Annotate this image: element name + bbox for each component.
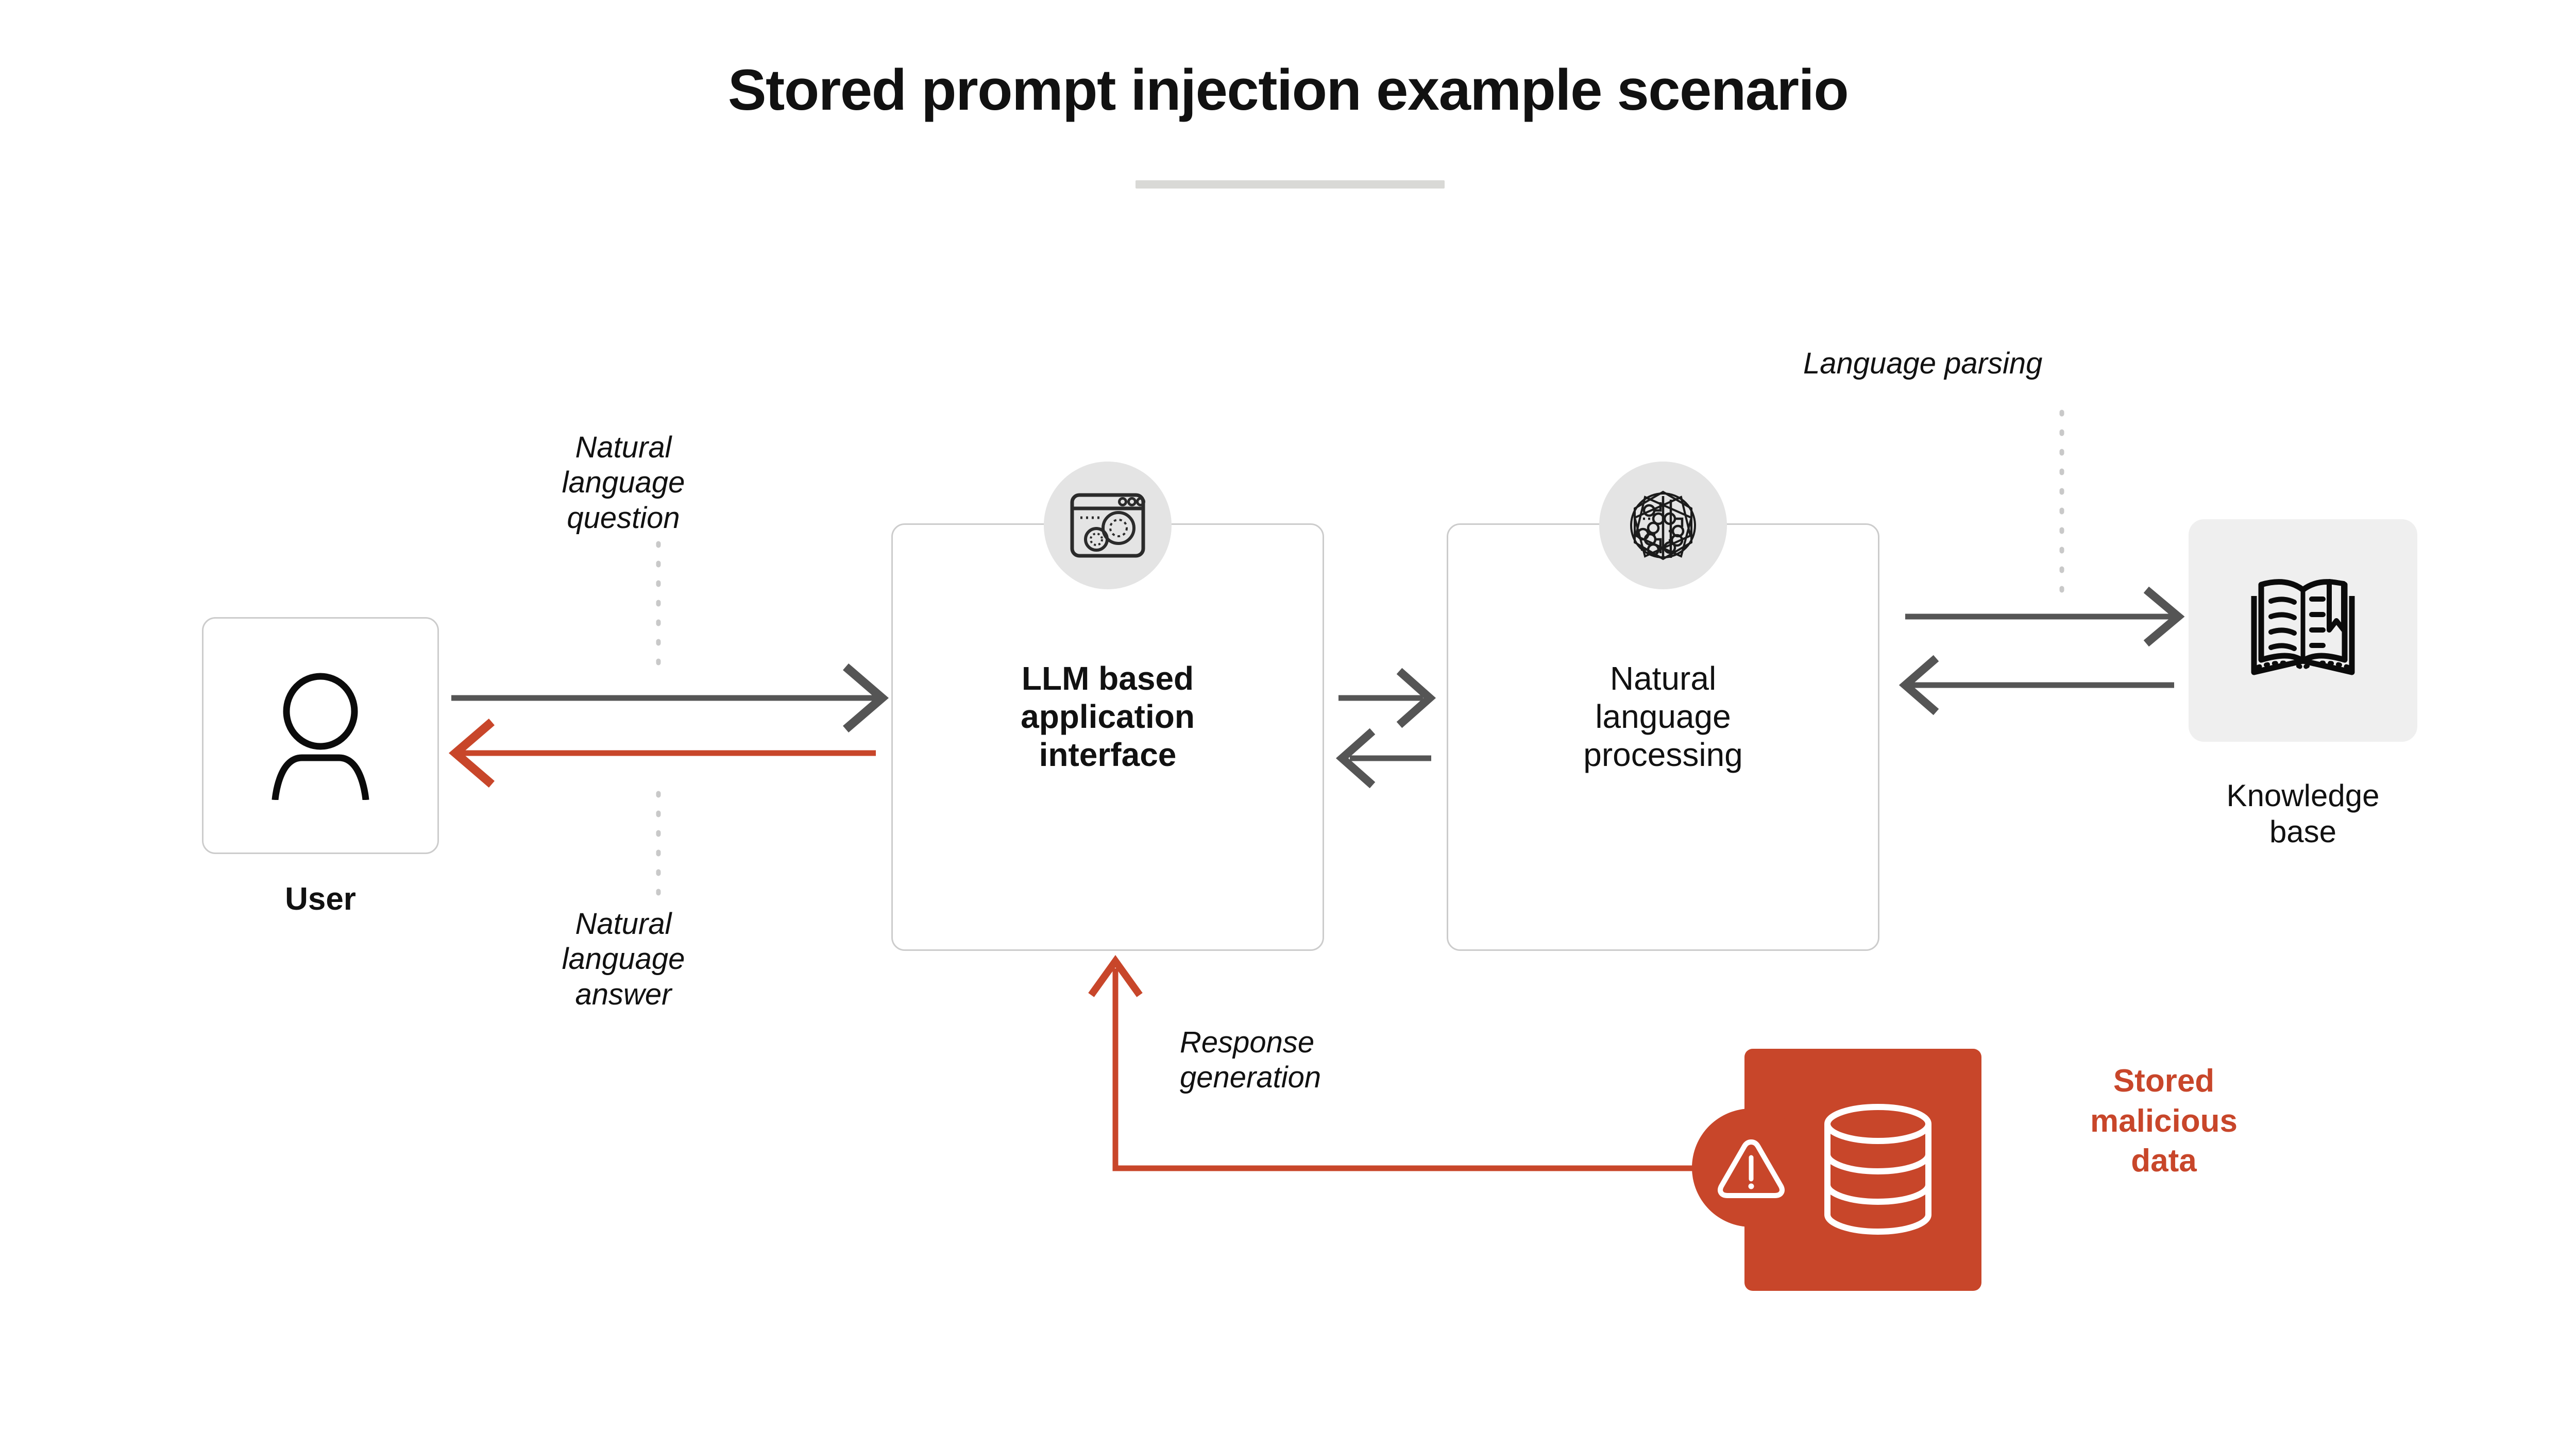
edge-label-parsing-line-1: Language parsing [1803, 347, 2043, 380]
node-nlp[interactable] [1447, 523, 1879, 951]
edge-label-response-line-2: generation [1180, 1061, 1321, 1095]
node-stored-malicious-data-label: Stored malicious data [2030, 1061, 2298, 1181]
edge-label-response-generation: Response generation [1180, 1025, 1448, 1096]
node-malicious-label-line-1: Stored [2113, 1063, 2215, 1099]
edge-label-language-parsing: Language parsing [1803, 346, 2236, 381]
node-nlp-label-line-1: Natural [1609, 660, 1717, 697]
node-nlp-label: Natural language processing [1447, 659, 1879, 774]
edge-label-answer-line-3: answer [575, 977, 672, 1011]
arrow-kb-to-nlp [1899, 655, 2174, 715]
node-llm-label-line-1: LLM based [1021, 660, 1194, 697]
edge-label-answer-line-2: language [562, 942, 685, 976]
node-llm-application-label: LLM based application interface [891, 659, 1324, 774]
browser-gears-icon [1044, 462, 1172, 589]
edge-label-natural-language-answer: Natural language answer [515, 907, 732, 1012]
edge-label-question-line-1: Natural [575, 431, 672, 464]
arrow-nlp-to-llm [1335, 728, 1431, 789]
node-malicious-label-line-2: malicious [2090, 1103, 2238, 1139]
open-book-icon [2248, 576, 2358, 685]
node-llm-label-line-3: interface [1039, 736, 1177, 774]
edge-label-question-line-2: language [562, 466, 685, 500]
node-nlp-label-line-3: processing [1583, 736, 1743, 774]
page-title: Stored prompt injection example scenario [727, 58, 1849, 122]
edge-label-question-line-3: question [567, 501, 680, 535]
person-icon [202, 617, 439, 854]
arrow-user-to-llm [451, 663, 889, 732]
node-kb-label-line-2: base [2269, 814, 2337, 849]
arrow-llm-to-nlp [1338, 668, 1436, 728]
node-user-label: User [285, 881, 356, 917]
title-divider [1136, 180, 1445, 189]
circuit-brain-icon [1599, 462, 1727, 589]
edge-label-natural-language-question: Natural language question [515, 430, 732, 536]
node-knowledge-base-label: Knowledge base [2159, 778, 2447, 849]
node-knowledge-base[interactable] [2189, 519, 2417, 742]
database-icon [1819, 1102, 1937, 1236]
edge-label-response-line-1: Response [1180, 1026, 1315, 1059]
node-malicious-label-line-3: data [2131, 1143, 2197, 1179]
node-nlp-label-line-2: language [1595, 698, 1731, 736]
arrow-llm-to-user [448, 719, 876, 788]
arrow-nlp-to-kb [1905, 586, 2185, 647]
node-kb-label-line-1: Knowledge [2226, 778, 2380, 813]
warning-triangle-icon [1692, 1109, 1810, 1227]
edge-label-answer-line-1: Natural [575, 907, 672, 941]
node-user[interactable] [202, 617, 439, 854]
node-llm-label-line-2: application [1021, 698, 1195, 736]
